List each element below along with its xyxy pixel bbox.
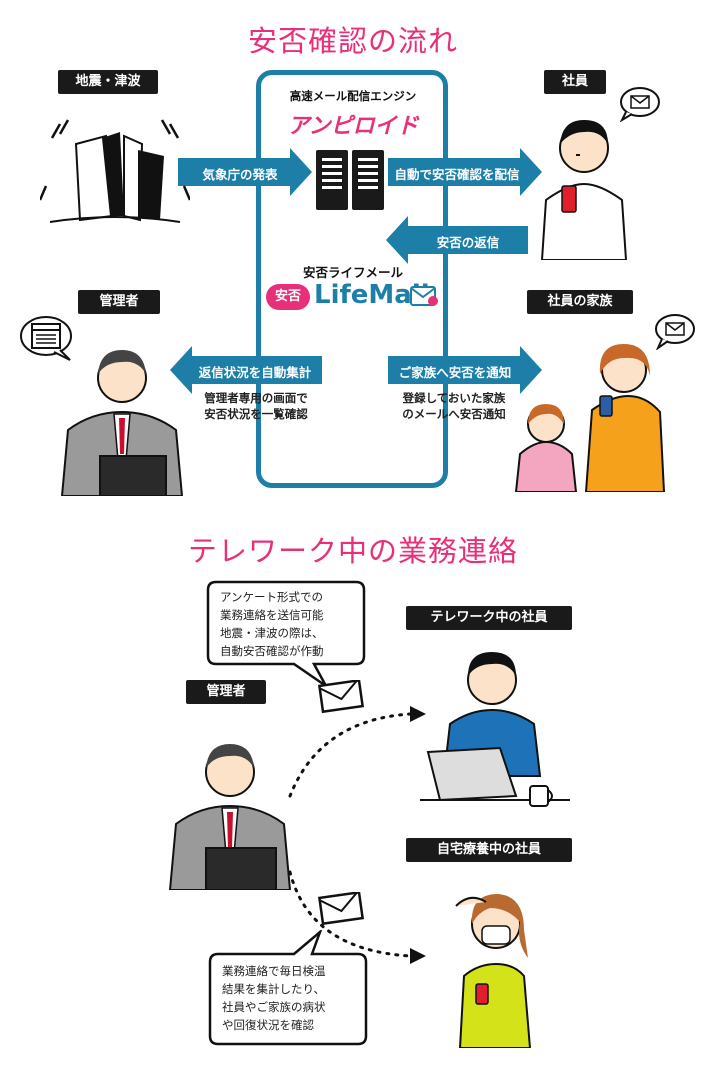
arrow-notify-family: ご家族へ安否を通知 — [398, 365, 512, 380]
bubble-top-shape — [206, 580, 366, 688]
label-home-care: 自宅療養中の社員 — [406, 838, 572, 862]
manager-speech-screen-icon — [20, 316, 72, 361]
bubble-bottom-shape — [208, 930, 368, 1046]
system-frame — [256, 70, 448, 488]
family-note-1: 登録しておいた家族 — [402, 391, 506, 405]
manager-note-1: 管理者専用の画面で — [204, 391, 308, 405]
label-employee: 社員 — [544, 70, 606, 94]
section1-title: 安否確認の流れ — [247, 24, 458, 58]
bubble-bottom-line-4: や回復状況を確認 — [222, 1018, 314, 1032]
label-manager-2: 管理者 — [186, 680, 266, 704]
mail-envelope-icon-bottom — [318, 892, 365, 926]
server-icon — [316, 150, 384, 210]
bubble-top-line-1: アンケート形式での — [220, 590, 324, 604]
bubble-top-line-3: 地震・津波の際は、 — [220, 626, 324, 640]
bubble-bottom-line-2: 結果を集計したり、 — [222, 982, 326, 996]
section1-arrows — [170, 148, 542, 394]
bubble-bottom-line-1: 業務連絡で毎日検温 — [222, 964, 326, 978]
arrow-reply: 安否の返信 — [436, 235, 500, 250]
bubble-top-line-2: 業務連絡を送信可能 — [220, 608, 324, 622]
family-illustration — [514, 344, 666, 492]
manager-illustration-2 — [168, 744, 292, 890]
arrow-auto-delivery: 自動で安否確認を配信 — [394, 167, 520, 182]
label-family: 社員の家族 — [527, 290, 633, 314]
employee-illustration — [540, 120, 628, 260]
label-manager: 管理者 — [78, 290, 160, 314]
telework-employee-illustration — [420, 652, 570, 807]
earthquake-buildings-illustration — [40, 119, 190, 223]
family-note-2: のメールへ安否通知 — [402, 407, 506, 421]
family-speech-mail-icon — [655, 314, 695, 350]
manager-illustration — [60, 350, 184, 496]
manager-note-2: 安否状況を一覧確認 — [204, 407, 308, 421]
section2-title: テレワーク中の業務連絡 — [187, 534, 518, 568]
bubble-top-line-4: 自動安否確認が作動 — [220, 644, 324, 658]
label-disaster: 地震・津波 — [58, 70, 158, 94]
arrow-weather-agency: 気象庁の発表 — [202, 167, 278, 182]
lifemail-envelope-icon — [410, 286, 438, 306]
engine-logo: アンピロイド — [287, 114, 419, 139]
engine-caption: 高速メール配信エンジン — [289, 89, 417, 103]
mail-envelope-icon-top — [318, 680, 365, 714]
employee-speech-mail-icon — [619, 87, 660, 122]
lifemail-caption: 安否ライフメール — [302, 265, 403, 280]
bubble-bottom-line-3: 社員やご家族の病状 — [222, 1000, 326, 1014]
label-telework: テレワーク中の社員 — [406, 606, 572, 630]
lifemail-badge: 安否 — [266, 284, 310, 310]
arrow-aggregate: 返信状況を自動集計 — [198, 365, 312, 380]
dotted-arrows — [288, 706, 426, 964]
home-care-employee-illustration — [455, 894, 532, 1048]
